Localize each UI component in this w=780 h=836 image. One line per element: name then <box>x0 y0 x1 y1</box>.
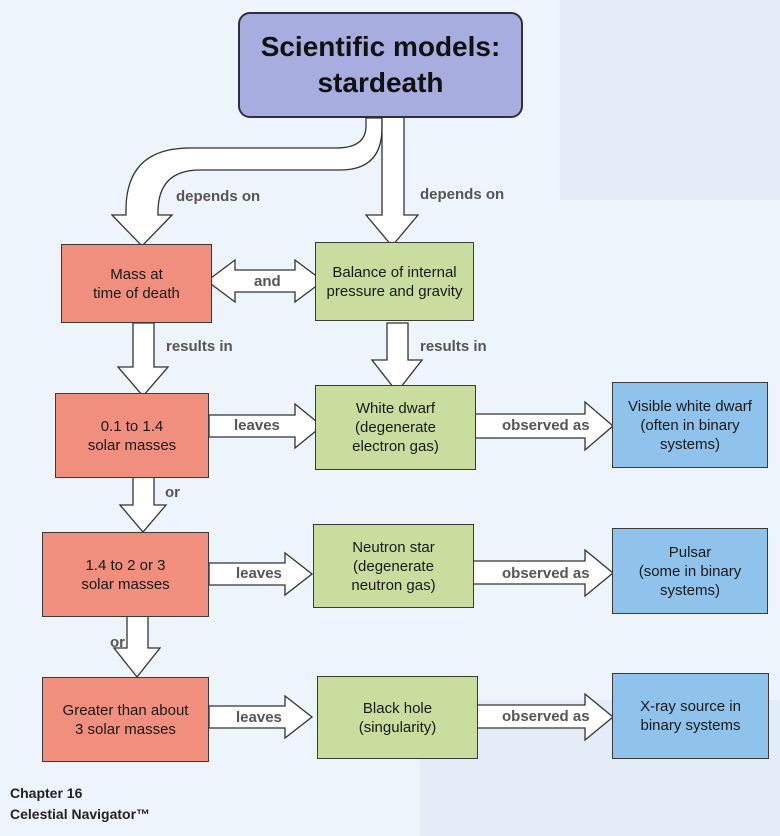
node-text: neutron gas) <box>351 576 436 594</box>
node-text: X-ray source in <box>640 698 741 715</box>
node-black-hole: Black hole(singularity) <box>317 676 478 759</box>
node-text: Pulsar <box>668 543 712 561</box>
node-xray-source: X-ray source in binary systems <box>612 673 769 759</box>
arrow-results-in-right <box>370 322 424 394</box>
arrow-leaves-3 <box>208 694 314 740</box>
node-text: 3 solar masses <box>75 720 176 738</box>
label-or-1: or <box>165 484 180 501</box>
node-text: Visible white dwarf <box>628 397 752 415</box>
node-text: (some in binary <box>638 562 742 580</box>
label-observed-as-3: observed as <box>502 708 590 725</box>
arrow-observed-2 <box>472 548 615 598</box>
node-text: (singularity) <box>358 718 437 736</box>
chapter-label: Chapter 16 <box>10 785 83 801</box>
label-or-2: or <box>110 634 125 651</box>
label-leaves-1: leaves <box>234 417 280 434</box>
arrow-leaves-1 <box>208 402 324 450</box>
arrow-depends-on-mass <box>110 117 383 247</box>
node-text: systems) <box>659 581 720 599</box>
arrow-results-in-left <box>116 322 170 397</box>
label-observed-as-1: observed as <box>502 417 590 434</box>
node-text: solar masses <box>87 436 177 454</box>
diagram-title: Scientific models: stardeath <box>238 12 523 118</box>
node-text: (degenerate <box>353 557 434 575</box>
node-text: electron gas) <box>352 438 439 455</box>
arrow-depends-on-balance <box>364 118 420 248</box>
celestial-navigator-label: Celestial Navigator™ <box>10 806 151 822</box>
label-depends-on-right: depends on <box>420 186 505 203</box>
label-results-in-right: results in <box>420 338 487 355</box>
node-text: Neutron star <box>352 538 435 556</box>
node-text: 0.1 to 1.4 <box>100 417 164 435</box>
arrow-or-2 <box>112 615 162 679</box>
node-white-dwarf: White dwarf (degenerate electron gas) <box>315 385 476 470</box>
arrow-leaves-2 <box>208 551 314 597</box>
node-text: Greater than about <box>62 701 189 719</box>
node-text: Balance of internal <box>332 263 457 281</box>
node-text: White dwarf <box>355 400 436 417</box>
title-line-1: Scientific models: <box>260 31 501 62</box>
arrow-or-1 <box>118 476 168 534</box>
node-text: Mass at <box>110 265 163 283</box>
node-text: time of death <box>93 284 180 302</box>
label-depends-on-left: depends on <box>176 188 261 205</box>
arrow-observed-3 <box>472 692 615 742</box>
node-text: systems) <box>659 435 720 453</box>
label-leaves-2: leaves <box>236 565 282 582</box>
background-image-panel <box>560 0 780 200</box>
title-line-2: stardeath <box>317 67 444 98</box>
node-text: (degenerate <box>355 419 436 436</box>
node-text: 1.4 to 2 or 3 <box>85 556 166 574</box>
label-leaves-3: leaves <box>236 709 282 726</box>
label-and: and <box>254 273 281 290</box>
node-text: binary systems <box>640 717 741 734</box>
node-text: pressure and gravity <box>326 282 463 300</box>
arrow-observed-1 <box>472 400 614 452</box>
label-observed-as-2: observed as <box>502 565 590 582</box>
node-text: Black hole <box>362 699 433 717</box>
node-neutron-star <box>211 524 212 525</box>
node-text: solar masses <box>81 575 170 593</box>
node-text: (often in binary <box>640 416 740 434</box>
label-results-in-left: results in <box>166 338 233 355</box>
